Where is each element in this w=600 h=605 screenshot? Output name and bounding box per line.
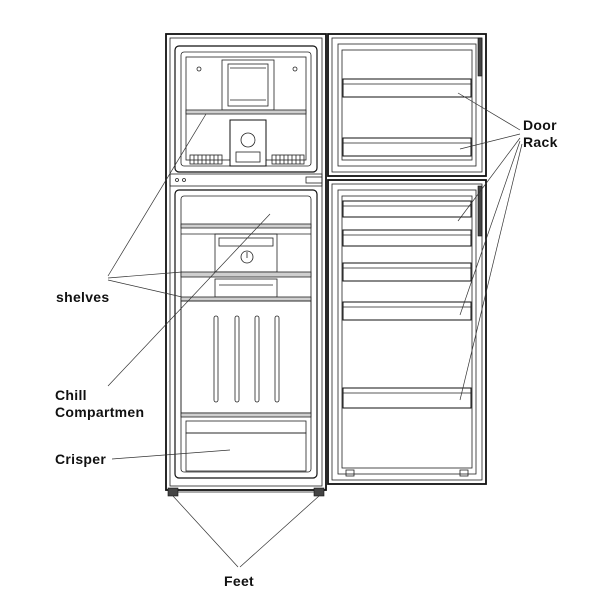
freezer-door-gasket <box>337 43 477 167</box>
shelf-top <box>180 223 312 229</box>
freezer-air-duct <box>221 59 275 111</box>
fresh-food-door-outline <box>327 179 487 485</box>
crisper-cover <box>180 412 312 418</box>
crisper-label: Crisper <box>55 451 107 467</box>
leader-feet <box>172 495 239 568</box>
rear-rib <box>234 315 240 403</box>
cabinet-inner-outline <box>169 37 323 487</box>
door-rack-label-line1: Door <box>523 117 557 133</box>
cabinet-outline <box>165 33 327 491</box>
door-rack-5 <box>342 387 472 409</box>
leader-feet <box>239 495 320 568</box>
door-rack-label-line2: Rack <box>523 134 558 150</box>
freezer-door <box>327 33 487 177</box>
rear-rib <box>213 315 219 403</box>
foot-left <box>167 487 179 497</box>
leader-chill <box>107 213 271 387</box>
hinge <box>305 176 323 184</box>
leader-crisper <box>111 449 231 460</box>
cabinet <box>165 33 327 497</box>
freezer-bottom-grill-left <box>189 154 223 165</box>
door-foot <box>459 469 469 477</box>
foot-right <box>313 487 325 497</box>
freezer-shelf <box>185 109 307 115</box>
feet-label: Feet <box>224 573 254 589</box>
leader-door-rack <box>457 137 521 222</box>
fresh-food-outline <box>174 189 318 479</box>
crisper-drawer <box>185 432 307 472</box>
rear-rib <box>254 315 260 403</box>
freezer-door-handle <box>477 37 483 77</box>
freezer-screw <box>292 66 298 72</box>
fresh-food-door-handle <box>477 185 483 237</box>
leader-door-rack <box>459 143 523 401</box>
leader-door-rack <box>459 140 521 316</box>
freezer-ice-tray <box>229 119 267 167</box>
leader-shelves <box>107 271 183 279</box>
chill-label-line2: Compartmen <box>55 404 145 420</box>
leader-lines <box>107 92 523 568</box>
freezer-control-knob <box>240 132 256 148</box>
door-rack-3 <box>342 262 472 282</box>
freezer-air-duct-inner <box>227 63 269 107</box>
chill-label-line1: Chill <box>55 387 87 403</box>
freezer-bottom-grill-right <box>271 154 305 165</box>
leader-door-rack <box>459 133 521 150</box>
leader-shelves <box>107 113 207 277</box>
fresh-food-liner <box>180 195 312 473</box>
freezer-door-outline <box>327 33 487 177</box>
chill-control-knob <box>240 250 254 264</box>
rear-rib <box>274 315 280 403</box>
freezer-compartment <box>174 45 318 173</box>
shelves-label: shelves <box>56 289 110 305</box>
door-rack-1 <box>342 200 472 218</box>
door-rack-2 <box>342 229 472 247</box>
leader-shelves <box>107 279 183 298</box>
shelf-lower <box>180 296 312 302</box>
freezer-outline <box>174 45 318 173</box>
freezer-screw <box>196 66 202 72</box>
leader-door-rack <box>457 92 521 131</box>
fresh-food-compartment <box>174 189 318 479</box>
shelf-middle <box>180 271 312 278</box>
freezer-door-rack-2 <box>342 137 472 157</box>
door-foot <box>345 469 355 477</box>
door-rack-4 <box>342 301 472 321</box>
rear-panel <box>180 300 312 414</box>
crisper-handle <box>185 420 307 434</box>
fresh-food-door-gasket <box>337 189 477 475</box>
fresh-food-door <box>327 179 487 485</box>
freezer-door-rack-1 <box>342 78 472 98</box>
chill-drawer <box>214 278 278 298</box>
compartment-divider <box>169 173 323 187</box>
